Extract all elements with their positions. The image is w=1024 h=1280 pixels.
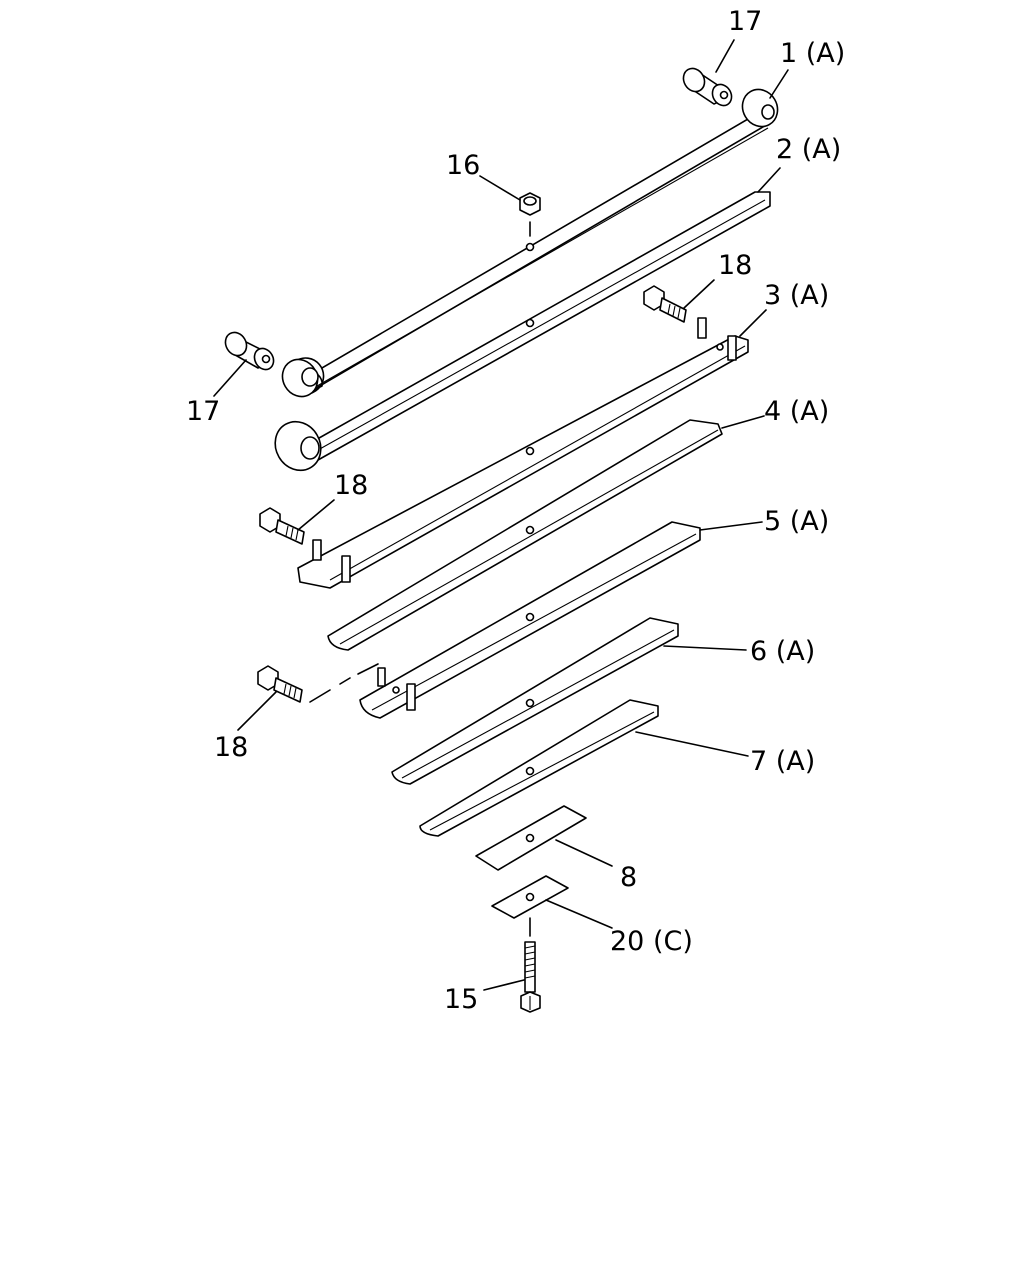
callout-8: 8 — [620, 862, 637, 893]
callout-18-low: 18 — [214, 732, 248, 763]
callout-5a: 5 (A) — [764, 506, 829, 537]
part-20-shim-plate — [491, 875, 569, 919]
part-18-clip-bolt-top — [643, 285, 687, 323]
part-18-clip-bolt-mid — [259, 507, 305, 545]
callout-18-top: 18 — [718, 250, 752, 281]
part-18-clip-bolt-low — [257, 663, 379, 703]
callout-2a: 2 (A) — [776, 134, 841, 165]
callout-15: 15 — [444, 984, 478, 1015]
part-15-center-bolt — [520, 917, 541, 1013]
callout-20c: 20 (C) — [610, 926, 693, 957]
callout-1a: 1 (A) — [780, 38, 845, 69]
callout-18-mid: 18 — [334, 470, 368, 501]
callout-6a: 6 (A) — [750, 636, 815, 667]
callout-7a: 7 (A) — [750, 746, 815, 777]
part-17-bushing-top — [682, 67, 733, 107]
leaf-3-with-clips — [297, 317, 749, 589]
part-16-nut — [519, 192, 541, 237]
callout-4a: 4 (A) — [764, 396, 829, 427]
callout-17-left: 17 — [186, 396, 220, 427]
part-17-bushing-left — [224, 331, 275, 371]
leaf-4 — [327, 419, 723, 651]
callout-16: 16 — [446, 150, 480, 181]
leaf-7 — [419, 699, 659, 837]
leaf-6 — [391, 617, 679, 785]
leaf-1-main-leaf — [281, 88, 779, 398]
leaf-2 — [274, 191, 771, 472]
callout-labels: 17 1 (A) 2 (A) 16 18 3 (A) 17 4 (A) 18 5… — [186, 6, 845, 1015]
callout-17-top: 17 — [728, 6, 762, 37]
leader-lines — [213, 39, 789, 991]
callout-3a: 3 (A) — [764, 280, 829, 311]
part-8-spacer-plate — [475, 805, 587, 871]
leaf-5-with-clips — [359, 521, 701, 719]
